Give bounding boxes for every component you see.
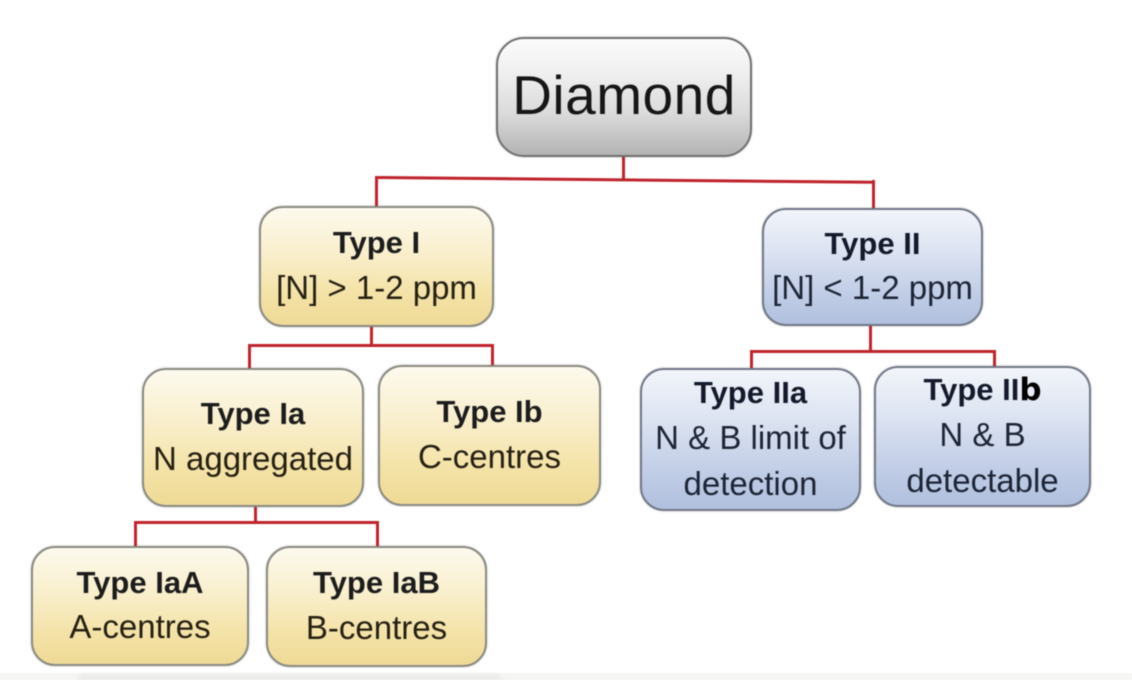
node-type-iab-title: Type IaB [313, 565, 440, 601]
bottom-edge-artifact [76, 674, 504, 680]
bottom-edge-band [0, 673, 1132, 680]
node-diamond-title: Diamond [512, 63, 736, 126]
node-type-ib-subtitle: C-centres [417, 437, 562, 475]
node-type-iib-subtitle: N & B detectable [906, 415, 1059, 499]
node-type-iaa: Type IaA A-centres [31, 546, 249, 666]
node-type-iib-title: Type IIb [923, 369, 1041, 412]
node-type-i-subtitle: [N] > 1-2 ppm [276, 268, 477, 306]
connector-type1aA-drop [134, 521, 137, 547]
node-type-iab-subtitle: B-centres [305, 608, 448, 646]
node-type-i: Type I [N] > 1-2 ppm [259, 206, 494, 327]
connector-type1-drop [375, 177, 378, 208]
node-type-iaa-title: Type IaA [76, 564, 204, 600]
connector-type1-stem [370, 326, 373, 347]
connector-type1b-drop [491, 344, 494, 367]
connector-type1-horizontal [248, 344, 494, 347]
connector-type2-stem [869, 325, 872, 353]
connector-type2-horizontal [750, 350, 996, 353]
connector-type2a-drop [750, 350, 753, 369]
node-type-iia: Type IIa N & B limit of detection [640, 368, 861, 511]
node-type-iab: Type IaB B-centres [266, 546, 487, 667]
node-type-ia-title: Type Ia [200, 396, 306, 432]
connector-type2b-drop [993, 350, 996, 367]
connector-type1a-horizontal [134, 521, 379, 524]
connector-type1a-drop [248, 344, 251, 369]
node-type-ia-subtitle: N aggregated [153, 439, 353, 477]
node-type-ib-title: Type Ib [436, 394, 543, 430]
node-type-ia: Type Ia N aggregated [142, 368, 364, 507]
connector-type1a-stem [254, 506, 257, 523]
node-diamond: Diamond [496, 37, 752, 157]
node-type-iib-title-suffix: b [1019, 371, 1042, 408]
node-type-iia-subtitle: N & B limit of detection [655, 418, 846, 502]
node-type-iia-title: Type IIa [693, 374, 808, 410]
node-type-iib: Type IIb N & B detectable [874, 366, 1091, 507]
node-type-iib-title-main: Type II [923, 371, 1020, 407]
node-type-ii-subtitle: [N] < 1-2 ppm [772, 269, 973, 307]
node-type-ib: Type Ib C-centres [378, 365, 601, 506]
connector-diamond-stem [622, 156, 625, 181]
connector-type1aB-drop [376, 521, 379, 547]
node-type-i-title: Type I [332, 225, 421, 261]
node-type-ii: Type II [N] < 1-2 ppm [762, 208, 983, 326]
node-type-iaa-subtitle: A-centres [69, 608, 211, 646]
node-type-ii-title: Type II [824, 225, 921, 261]
connector-type2-drop [872, 180, 875, 210]
